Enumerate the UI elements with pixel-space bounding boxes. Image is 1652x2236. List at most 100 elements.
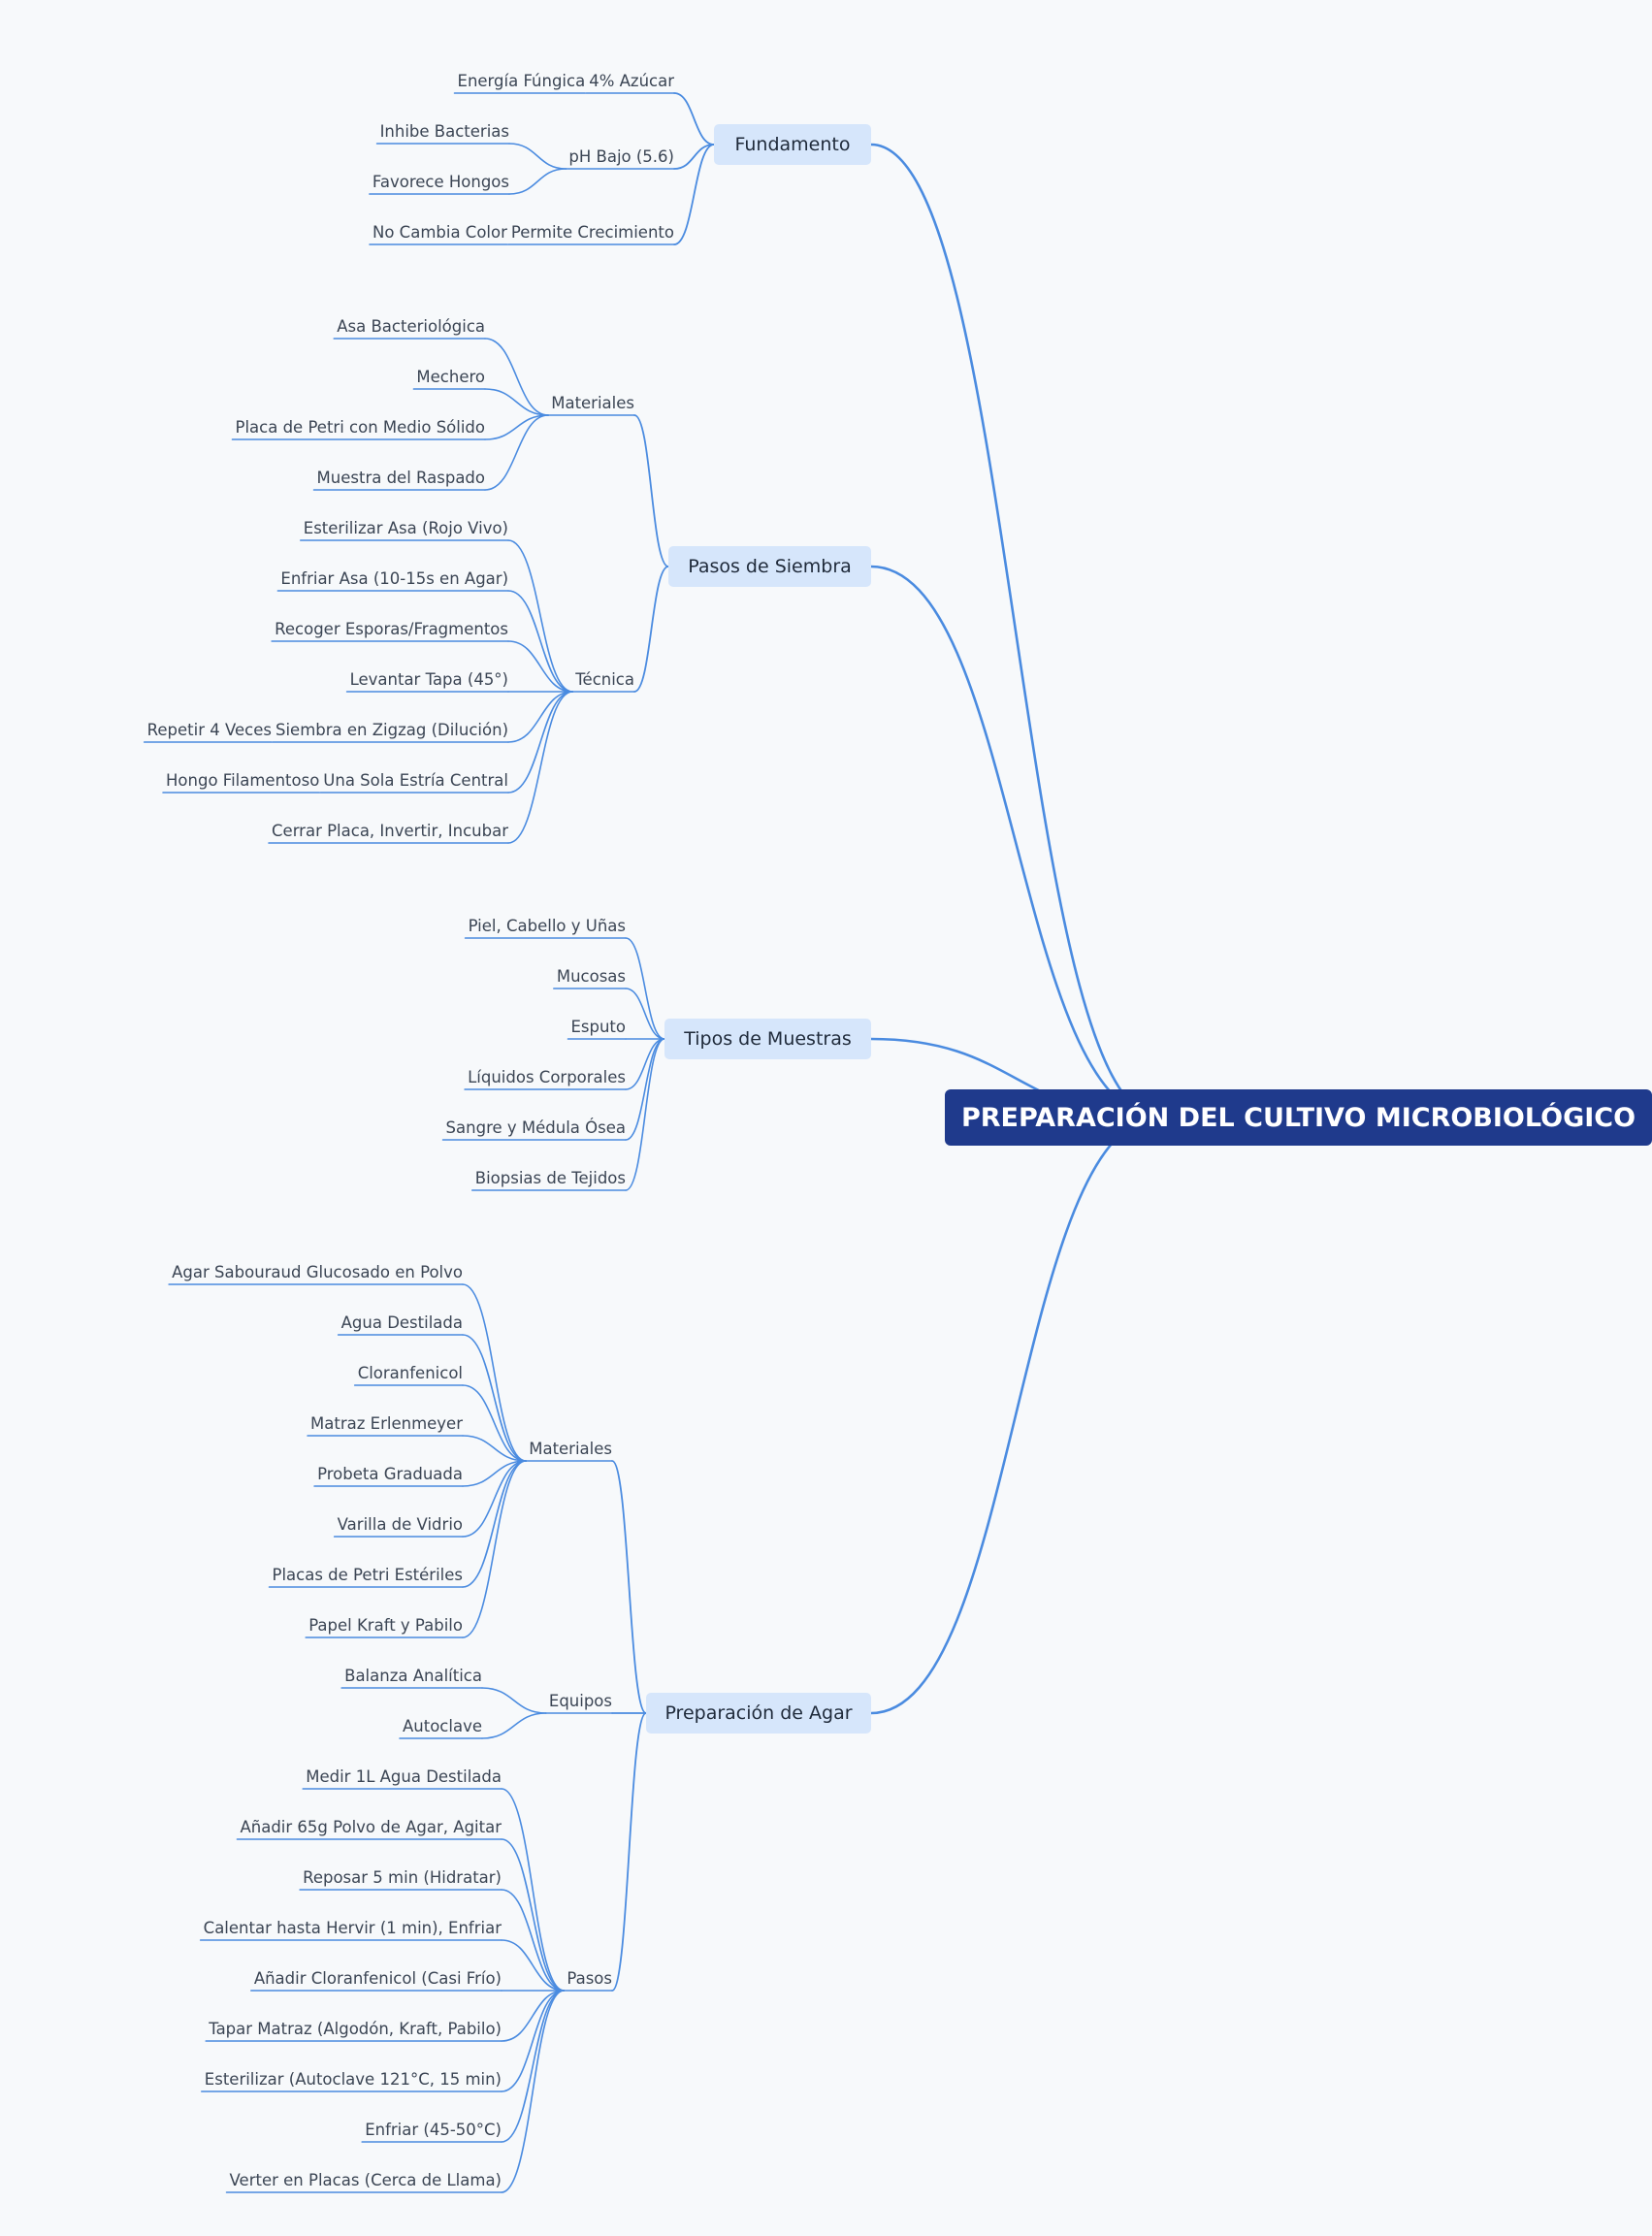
agar-item-0-5[interactable]: Varilla de Vidrio [337,1515,463,1534]
fundamento-sublink-1-1 [508,168,567,195]
fundamento-item-0[interactable]: 4% Azúcar [589,72,674,90]
agar-itemlink-2-0 [501,1788,566,1992]
muestra-link-1 [625,988,665,1040]
agar-itemlink-0-5 [462,1460,528,1538]
agar-itemlink-0-3 [462,1435,528,1462]
siembra-steplink-0-2 [484,414,550,440]
root-node[interactable]: PREPARACIÓN DEL CULTIVO MICROBIOLÓGICO [945,1089,1652,1146]
fundamento-item-2[interactable]: Permite Crecimiento [510,223,674,242]
fundamento-link-1 [673,144,715,170]
agar-item-2-0[interactable]: Medir 1L Agua Destilada [306,1767,502,1786]
muestra-item-2[interactable]: Esputo [570,1018,626,1036]
fundamento-subitem-2[interactable]: No Cambia Color [373,223,507,242]
siembra-steplink-1-2 [507,640,574,693]
muestra-item-3[interactable]: Líquidos Corporales [468,1068,626,1086]
agar-itemlink-1-1 [481,1712,547,1739]
siembra-steplink-1-4 [507,691,574,743]
agar-itemlink-0-6 [462,1460,528,1588]
agar-item-1-1[interactable]: Autoclave [403,1717,482,1735]
agar-item-0-2[interactable]: Cloranfenicol [357,1364,463,1382]
agar-item-2-4[interactable]: Añadir Cloranfenicol (Casi Frío) [253,1969,502,1988]
branch-node-1[interactable]: Pasos de Siembra [668,546,871,587]
muestra-link-4 [625,1038,665,1141]
agar-itemlink-2-1 [501,1838,566,1992]
siembra-steplink-0-1 [484,388,550,416]
agar-link-2 [611,1712,647,1992]
fundamento-link-0 [673,92,715,146]
agar-itemlink-0-7 [462,1460,528,1638]
siembra-step-0-3[interactable]: Muestra del Raspado [316,469,485,487]
agar-item-0-7[interactable]: Papel Kraft y Pabilo [308,1616,463,1635]
siembra-steplink-0-3 [484,414,550,491]
agar-item-2-3[interactable]: Calentar hasta Hervir (1 min), Enfriar [203,1919,502,1937]
fundamento-subitem-1-0[interactable]: Inhibe Bacterias [379,122,509,141]
agar-item-2-7[interactable]: Enfriar (45-50°C) [365,2121,502,2139]
siembra-note-4[interactable]: Repetir 4 Veces [146,721,272,739]
root-to-branch-3 [869,1116,1162,1715]
siembra-steplink-0-0 [484,338,550,416]
siembra-step-1-3[interactable]: Levantar Tapa (45°) [349,670,508,689]
agar-item-0-0[interactable]: Agar Sabouraud Glucosado en Polvo [172,1263,463,1281]
siembra-steplink-1-0 [507,539,574,693]
siembra-step-1-1[interactable]: Enfriar Asa (10-15s en Agar) [280,569,508,588]
agar-item-2-6[interactable]: Esterilizar (Autoclave 121°C, 15 min) [204,2070,502,2089]
siembra-link-1 [633,566,669,693]
agar-itemlink-2-2 [501,1889,566,1992]
siembra-steplink-1-6 [507,691,574,844]
agar-itemlink-2-3 [501,1939,566,1992]
siembra-step-1-6[interactable]: Cerrar Placa, Invertir, Incubar [272,822,508,840]
agar-item-2-1[interactable]: Añadir 65g Polvo de Agar, Agitar [240,1818,502,1836]
siembra-step-1-2[interactable]: Recoger Esporas/Fragmentos [275,620,508,638]
muestra-link-3 [625,1038,665,1090]
agar-itemlink-2-7 [501,1990,566,2143]
siembra-note-5[interactable]: Hongo Filamentoso [166,771,320,790]
agar-itemlink-0-0 [462,1283,528,1462]
agar-item-0-4[interactable]: Probeta Graduada [317,1465,463,1483]
fundamento-item-1[interactable]: pH Bajo (5.6) [568,147,674,166]
siembra-link-0 [633,414,669,567]
agar-itemlink-2-5 [501,1990,566,2042]
agar-item-2-8[interactable]: Verter en Placas (Cerca de Llama) [229,2171,502,2189]
siembra-step-0-1[interactable]: Mechero [416,368,485,386]
agar-group-1[interactable]: Equipos [548,1692,612,1710]
siembra-group-0[interactable]: Materiales [551,394,634,412]
agar-item-0-3[interactable]: Matraz Erlenmeyer [310,1414,463,1433]
agar-item-2-2[interactable]: Reposar 5 min (Hidratar) [303,1868,502,1887]
agar-item-0-1[interactable]: Agua Destilada [340,1313,463,1332]
siembra-steplink-1-1 [507,590,574,693]
muestra-link-0 [625,937,665,1040]
siembra-step-0-2[interactable]: Placa de Petri con Medio Sólido [235,418,486,437]
agar-itemlink-0-1 [462,1334,528,1462]
agar-link-0 [611,1460,647,1714]
siembra-steplink-1-5 [507,691,574,794]
muestra-item-1[interactable]: Mucosas [556,967,626,986]
muestra-item-4[interactable]: Sangre y Médula Ósea [445,1118,626,1137]
siembra-step-1-0[interactable]: Esterilizar Asa (Rojo Vivo) [303,519,508,537]
fundamento-sublink-1-0 [508,143,567,170]
fundamento-link-2 [673,144,715,245]
agar-item-2-5[interactable]: Tapar Matraz (Algodón, Kraft, Pabilo) [209,2020,502,2038]
agar-group-2[interactable]: Pasos [567,1969,612,1988]
agar-group-0[interactable]: Materiales [529,1440,612,1458]
fundamento-subitem-0[interactable]: Energía Fúngica [457,72,586,90]
siembra-group-1[interactable]: Técnica [575,670,634,689]
agar-itemlink-0-4 [462,1460,528,1487]
root-to-branch-1 [869,565,1162,1119]
agar-itemlink-2-8 [501,1990,566,2193]
agar-itemlink-0-2 [462,1384,528,1462]
siembra-step-0-0[interactable]: Asa Bacteriológica [337,317,485,336]
siembra-step-1-5[interactable]: Una Sola Estría Central [323,771,508,790]
fundamento-subitem-1-1[interactable]: Favorece Hongos [372,173,509,191]
agar-item-0-6[interactable]: Placas de Petri Estériles [272,1566,463,1584]
siembra-step-1-4[interactable]: Siembra en Zigzag (Dilución) [275,721,508,739]
agar-item-1-0[interactable]: Balanza Analítica [344,1667,482,1685]
root-to-branch-0 [869,143,1162,1119]
muestra-item-0[interactable]: Piel, Cabello y Uñas [468,917,626,935]
branch-node-0[interactable]: Fundamento [714,124,871,165]
agar-itemlink-1-0 [481,1687,547,1714]
branch-node-2[interactable]: Tipos de Muestras [664,1019,871,1059]
branch-node-3[interactable]: Preparación de Agar [646,1693,871,1734]
muestra-item-5[interactable]: Biopsias de Tejidos [474,1169,626,1187]
